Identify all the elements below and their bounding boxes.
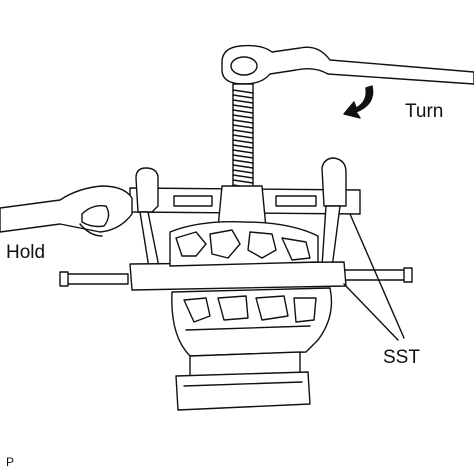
base-vise	[175, 351, 311, 411]
right-puller-arm	[321, 157, 347, 269]
left-puller-arm	[135, 167, 161, 275]
lower-bar-bolt	[59, 261, 413, 291]
turn-arrow	[343, 85, 374, 119]
hold-label: Hold	[6, 242, 46, 263]
turn-label: Turn	[405, 101, 444, 122]
holding-wrench	[0, 185, 133, 237]
figure-code: P	[6, 455, 15, 469]
sst-leader-lines	[343, 213, 405, 341]
turning-wrench	[221, 44, 474, 85]
alternator-body	[169, 221, 333, 357]
threaded-screw	[232, 83, 254, 195]
sst-label: SST	[383, 347, 420, 368]
